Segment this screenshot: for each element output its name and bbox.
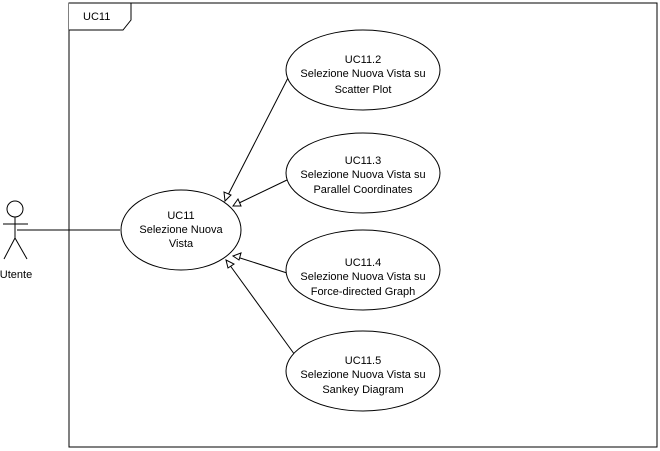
use-case-uc11-5-ellipse xyxy=(285,330,441,412)
arrowhead-uc11-3 xyxy=(232,197,242,207)
actor-right-leg xyxy=(14,237,28,260)
edge-uc11-3 xyxy=(236,179,288,205)
uc11-2-line-3: Scatter Plot xyxy=(335,84,392,96)
uc11-line-3: Vista xyxy=(169,238,194,250)
uc11-5-line-3: Sankey Diagram xyxy=(322,384,403,396)
use-case-uc11-5[interactable]: UC11.5 Selezione Nuova Vista su Sankey D… xyxy=(285,330,441,412)
use-case-uc11-2-ellipse xyxy=(285,29,441,111)
uc11-3-line-1: UC11.3 xyxy=(345,155,381,167)
uc11-line-2: Selezione Nuova xyxy=(139,224,223,236)
uc11-line-1: UC11 xyxy=(167,210,194,222)
uc11-5-line-2: Selezione Nuova Vista su xyxy=(300,369,425,381)
use-case-uc11-ellipse xyxy=(120,189,242,271)
uc11-3-line-3: Parallel Coordinates xyxy=(313,184,413,196)
uc11-4-line-3: Force-directed Graph xyxy=(311,286,416,298)
arrowhead-uc11-4 xyxy=(231,252,242,261)
uc11-5-line-1: UC11.5 xyxy=(345,355,381,367)
uc11-3-line-2: Selezione Nuova Vista su xyxy=(300,169,425,181)
use-case-uc11-4[interactable]: UC11.4 Selezione Nuova Vista su Force-di… xyxy=(285,229,441,311)
arrowhead-uc11-5 xyxy=(225,259,235,269)
edge-uc11-2 xyxy=(226,75,290,198)
arrowhead-uc11-2 xyxy=(223,191,232,203)
use-case-uc11-3[interactable]: UC11.3 Selezione Nuova Vista su Parallel… xyxy=(285,132,441,214)
frame-title-tab xyxy=(69,2,132,31)
use-case-uc11[interactable]: UC11 Selezione Nuova Vista xyxy=(120,189,242,271)
actor-left-leg xyxy=(3,237,16,260)
uc11-2-line-1: UC11.2 xyxy=(345,54,381,66)
use-case-uc11-4-ellipse xyxy=(285,229,441,311)
actor-head xyxy=(6,200,24,218)
use-case-uc11-3-ellipse xyxy=(285,132,441,214)
use-case-uc11-2[interactable]: UC11.2 Selezione Nuova Vista su Scatter … xyxy=(285,29,441,111)
edge-uc11-5 xyxy=(228,263,301,363)
frame-title: UC11 xyxy=(83,11,110,23)
edge-uc11-4 xyxy=(236,256,288,274)
extend-edges xyxy=(223,75,301,363)
uc11-4-line-2: Selezione Nuova Vista su xyxy=(300,271,425,283)
actor-name: Utente xyxy=(0,269,32,281)
uc11-4-line-1: UC11.4 xyxy=(345,257,381,269)
actor-utente[interactable]: Utente xyxy=(0,200,32,281)
uc11-2-line-2: Selezione Nuova Vista su xyxy=(300,68,425,80)
